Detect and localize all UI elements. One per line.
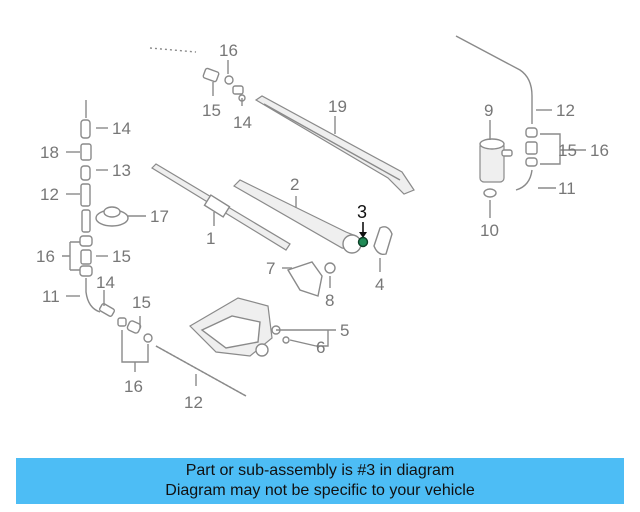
- nozzle-parts-top: [202, 67, 246, 102]
- hose-lower: [98, 303, 247, 397]
- grommet-17: [95, 206, 129, 227]
- callout-10: 10: [480, 221, 499, 240]
- callout-11: 11: [558, 179, 576, 198]
- washer-hose-right: [455, 35, 538, 191]
- washer-pump-9: [479, 138, 513, 198]
- callout-15: 15: [202, 101, 221, 120]
- callout-16: 16: [590, 141, 609, 160]
- callout-15: 15: [558, 141, 577, 160]
- parts-diagram: 16 15 14 19 14 18 13 12 17 16 15 11 14 1…: [36, 35, 609, 412]
- callout-4: 4: [375, 275, 384, 294]
- callout-16: 16: [219, 41, 238, 60]
- banner-line-2: Diagram may not be specific to your vehi…: [165, 482, 475, 499]
- bracket-7: [286, 261, 336, 297]
- wiper-blade-19: [254, 95, 415, 195]
- callout-7: 7: [266, 259, 275, 278]
- callout-14: 14: [96, 273, 115, 292]
- callout-14: 14: [112, 119, 131, 138]
- washer-hose-top: [75, 42, 197, 112]
- callout-8: 8: [325, 291, 334, 310]
- info-banner: Part or sub-assembly is #3 in diagram Di…: [16, 458, 624, 504]
- callout-6: 6: [316, 338, 325, 357]
- callout-19: 19: [328, 97, 347, 116]
- callout-9: 9: [484, 101, 493, 120]
- callout-15: 15: [132, 293, 151, 312]
- callout-18: 18: [40, 143, 59, 162]
- callout-12: 12: [184, 393, 203, 412]
- callout-15: 15: [112, 247, 131, 266]
- callout-5: 5: [340, 321, 349, 340]
- cap-4: [373, 226, 393, 256]
- callout-16: 16: [36, 247, 55, 266]
- callout-11: 11: [42, 287, 60, 306]
- wiper-arm-2: [233, 179, 362, 254]
- nut-3: [357, 236, 369, 248]
- hose-chain-left: [79, 100, 101, 313]
- callout-14: 14: [233, 113, 252, 132]
- callout-12: 12: [40, 185, 59, 204]
- banner-line-1: Part or sub-assembly is #3 in diagram: [185, 462, 455, 479]
- callout-16: 16: [124, 377, 143, 396]
- callout-17: 17: [150, 207, 169, 226]
- callout-labels: 16 15 14 19 14 18 13 12 17 16 15 11 14 1…: [36, 41, 609, 412]
- wiper-blade-1: [151, 163, 291, 251]
- callout-12: 12: [556, 101, 575, 120]
- callout-13: 13: [112, 161, 131, 180]
- callout-1: 1: [206, 229, 215, 248]
- callout-2: 2: [290, 175, 299, 194]
- callout-3: 3: [357, 202, 367, 222]
- leader-lines: [62, 60, 586, 386]
- wiper-motor: [189, 297, 290, 357]
- nut-3-highlight: [357, 222, 369, 248]
